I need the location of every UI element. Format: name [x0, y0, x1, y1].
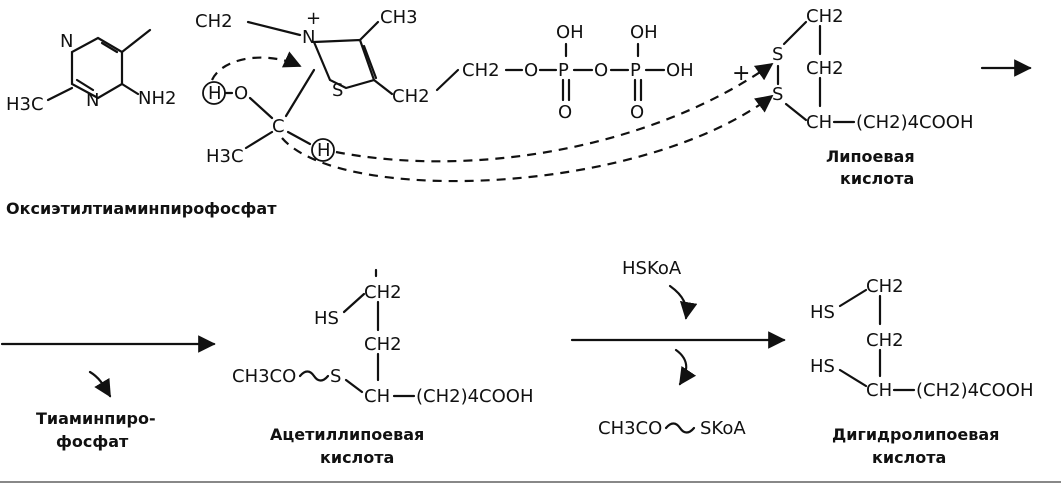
- bridge-bond-left: [120, 28, 152, 54]
- lipoic-chain: (CH2)4COOH: [856, 112, 974, 133]
- side-chain-oh-end: OH: [666, 60, 694, 81]
- pyrimidine-amino: NH2: [138, 88, 176, 109]
- pyrimidine-n1: N: [60, 31, 73, 52]
- dashed-arrow-h-to-ring: [210, 51, 302, 81]
- dhl-hs-2: HS: [810, 356, 835, 377]
- name-dihydrolipoic-1: Дигидролипоевая: [832, 425, 999, 444]
- acl-s-ch-bond: [344, 378, 364, 394]
- thiazole-methyl: CH3: [380, 7, 418, 28]
- o-c-bond: [248, 96, 274, 120]
- acl-hs: HS: [314, 308, 339, 329]
- acl-acetyl: CH3CO: [232, 366, 296, 387]
- bridge-bond-right: [246, 20, 302, 37]
- side-chain-p1: P: [558, 60, 569, 81]
- side-chain-ch2-a: CH2: [392, 86, 430, 107]
- dhl-hs-ch-bond: [838, 368, 868, 388]
- dhl-ch2-top: CH2: [866, 276, 904, 297]
- hydroxyethyl-methyl: H3C: [206, 146, 244, 167]
- acetyl-coa-b: SKoA: [700, 418, 746, 439]
- side-chain-ch2-b: CH2: [462, 60, 500, 81]
- acl-ch2-top: CH2: [364, 282, 402, 303]
- dashed-arrow-c-to-s2: [281, 94, 774, 183]
- pyrimidine-n3: N: [86, 90, 99, 111]
- lipoic-s2: S: [772, 84, 783, 105]
- acetyl-coa-a: CH3CO: [598, 418, 662, 439]
- bridge-ch2: CH2: [195, 11, 233, 32]
- pyrimidine-methyl: H3C: [6, 94, 44, 115]
- hydroxyethyl-carbon: C: [272, 116, 285, 137]
- acl-ch: CH: [364, 386, 390, 407]
- lipoic-ch2-mid: CH2: [806, 58, 844, 79]
- side-chain-o-bottom-1: O: [558, 102, 572, 123]
- side-chain-o1: O: [524, 60, 538, 81]
- side-bond-1: [435, 68, 460, 92]
- name-oxyethyl-tpp: Оксиэтилтиаминпирофосфат: [6, 199, 277, 218]
- acetyl-coa-thioester: [664, 422, 696, 434]
- dhl-chain: (CH2)4COOH: [916, 380, 1034, 401]
- side-chain-oh-top-1: OH: [556, 22, 584, 43]
- thiazole-charge: +: [306, 8, 321, 29]
- acl-ch2-mid: CH2: [364, 334, 402, 355]
- name-lipoic-1: Липоевая: [826, 147, 915, 166]
- acl-hs-ch2-bond: [342, 292, 366, 314]
- carbon-h: H: [317, 140, 331, 161]
- hskoa-reagent: HSKoA: [622, 258, 682, 279]
- dhl-hs-ch2-bond: [838, 288, 868, 308]
- side-chain-o-bottom-2: O: [630, 102, 644, 123]
- tpp-release-arrow: [88, 370, 112, 398]
- name-dihydrolipoic-2: кислота: [872, 448, 946, 467]
- thiazole-sulfur: S: [332, 80, 343, 101]
- dashed-arrow-h-to-s1: [335, 62, 774, 163]
- name-lipoic-2: кислота: [840, 169, 914, 188]
- hskoa-enter-arrow: [668, 284, 698, 320]
- acetyl-coa-release-arrow: [674, 348, 697, 386]
- thiazole-nitrogen: N: [302, 27, 315, 48]
- side-chain-o2: O: [594, 60, 608, 81]
- acl-s: S: [330, 366, 341, 387]
- dhl-ch2-mid: CH2: [866, 330, 904, 351]
- side-chain-oh-top-2: OH: [630, 22, 658, 43]
- hydroxyl-o: O: [234, 83, 248, 104]
- hydroxyl-h: H: [208, 83, 222, 104]
- c-h-bond: [286, 130, 312, 146]
- acl-thioester-bond: [298, 370, 330, 382]
- name-acetyllipoic-2: кислота: [320, 448, 394, 467]
- s1-ch2-bond: [782, 20, 808, 46]
- c-thiazole-bond: [284, 68, 316, 118]
- side-chain-p2: P: [630, 60, 641, 81]
- thiazole-ring: [312, 20, 394, 96]
- name-acetyllipoic-1: Ацетиллипоевая: [270, 425, 424, 444]
- acl-chain: (CH2)4COOH: [416, 386, 534, 407]
- c-methyl-bond: [244, 130, 274, 150]
- lipoic-s1: S: [772, 44, 783, 65]
- dhl-ch: CH: [866, 380, 892, 401]
- plus-sign: +: [732, 61, 750, 86]
- carbon-h-circle: [311, 138, 335, 162]
- tpp-label-2: фосфат: [56, 432, 129, 451]
- s2-ch-bond: [784, 102, 808, 122]
- lipoic-ch2-top: CH2: [806, 6, 844, 27]
- tpp-label-1: Тиаминпиро-: [36, 409, 156, 428]
- dhl-hs-1: HS: [810, 302, 835, 323]
- lipoic-ch: CH: [806, 112, 832, 133]
